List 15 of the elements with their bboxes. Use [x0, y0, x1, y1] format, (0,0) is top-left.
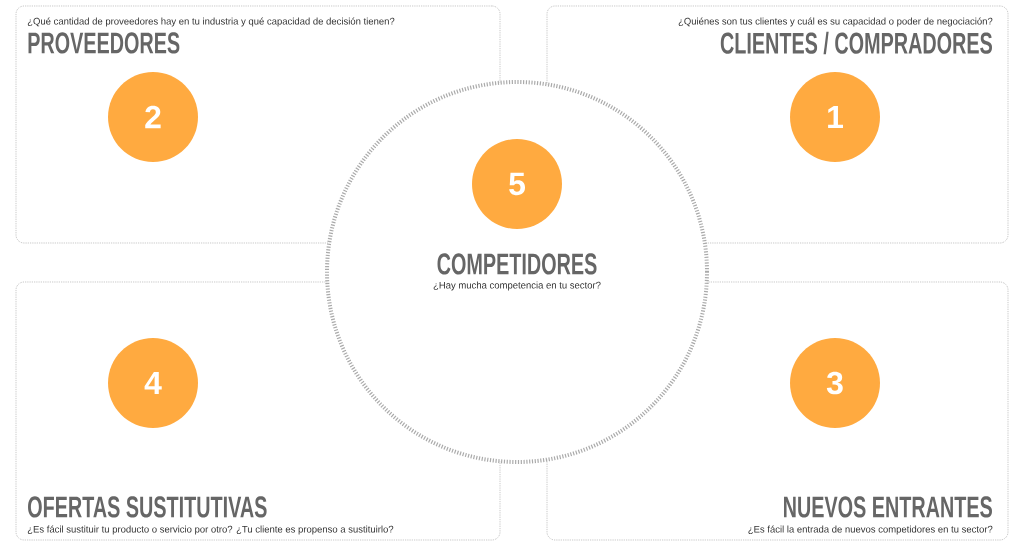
heading: COMPETIDORES: [437, 253, 597, 275]
question-text: ¿Es fácil sustituir tu producto o servicio por otro? ¿Tu cliente es propenso a sustituirlo?: [27, 525, 394, 535]
question-text: ¿Hay mucha competencia en tu sector?: [433, 281, 601, 291]
heading: CLIENTES / COMPRADORES: [720, 31, 992, 55]
number-badge: 3: [790, 338, 880, 428]
number-badge: 4: [108, 338, 198, 428]
heading: NUEVOS ENTRANTES: [784, 496, 992, 518]
question-text: ¿Es fácil la entrada de nuevos competidores en tu sector?: [748, 525, 993, 535]
number-badge: 5: [472, 139, 562, 229]
heading: PROVEEDORES: [28, 32, 180, 54]
number-badge: 1: [790, 72, 880, 162]
question-text: ¿Qué cantidad de proveedores hay en tu industria y qué capacidad de decisión tienen?: [27, 17, 395, 27]
number-badge: 2: [108, 72, 198, 162]
heading: OFERTAS SUSTITUTIVAS: [28, 496, 267, 518]
question-text: ¿Quiénes son tus clientes y cuál es su capacidad o poder de negociación?: [678, 17, 993, 27]
